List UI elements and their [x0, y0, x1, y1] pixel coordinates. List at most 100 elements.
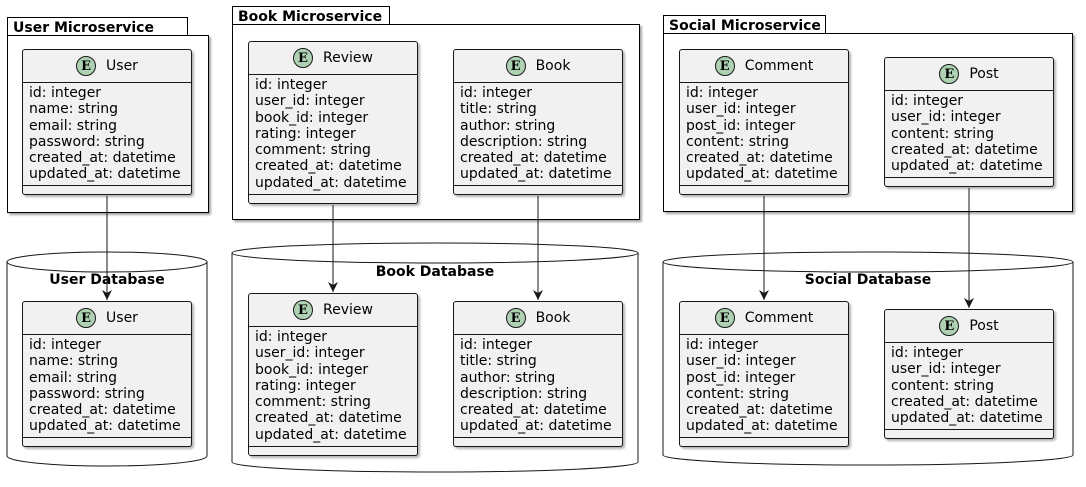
entity-header: E Book [454, 50, 622, 83]
entity-attribute: created_at: datetime [255, 158, 402, 175]
entity-methods-divider [680, 185, 848, 186]
entity-attribute: id: integer [891, 345, 964, 361]
entity-attribute: created_at: datetime [891, 393, 1038, 410]
entity-name: Post [969, 318, 999, 334]
social-database-title: Social Database [804, 272, 932, 288]
entity-attribute: created_at: datetime [29, 402, 176, 419]
entity-name: Comment [744, 310, 814, 326]
entity-attribute: updated_at: datetime [29, 166, 181, 183]
entity-attribute: id: integer [686, 85, 759, 101]
entity-attribute: updated_at: datetime [891, 410, 1043, 427]
entity-attribute: created_at: datetime [686, 150, 833, 167]
entity-attribute: id: integer [255, 77, 328, 93]
entity-methods-divider [249, 194, 417, 195]
book-microservice-tab: Book Microservice [232, 6, 390, 25]
entity-name: Comment [744, 58, 814, 74]
entity-name: Post [969, 66, 999, 82]
entity-attribute: password: string [29, 133, 145, 150]
entity-attribute: book_id: integer [255, 361, 369, 378]
entity-attribute: created_at: datetime [460, 150, 607, 167]
entity-attribute: description: string [460, 385, 588, 402]
entity-attribute: created_at: datetime [29, 150, 176, 167]
entity-attribute: content: string [891, 125, 994, 142]
entity-methods-divider [885, 429, 1053, 430]
entity-attribute: user_id: integer [891, 361, 1001, 378]
entity-attribute: name: string [29, 101, 119, 118]
entity-icon: E [293, 300, 314, 320]
entity-attribute: rating: integer [255, 377, 356, 394]
entity-name: Review [323, 50, 373, 66]
entity-name: User [106, 58, 138, 74]
entity-methods-divider [23, 185, 191, 186]
entity-attribute: name: string [29, 353, 119, 370]
book-microservice-title: Book Microservice [238, 9, 383, 25]
entity-attribute: updated_at: datetime [891, 158, 1043, 175]
entity-header: E Comment [680, 302, 848, 335]
entity-attribute: updated_at: datetime [460, 166, 612, 183]
entity-attribute: user_id: integer [686, 101, 796, 118]
entity-attribute: email: string [29, 117, 117, 134]
entity-attribute: post_id: integer [686, 117, 796, 134]
entity-name: User [106, 310, 138, 326]
entity-methods-divider [885, 177, 1053, 178]
entity-attribute: content: string [686, 133, 789, 150]
entity-icon: E [293, 48, 314, 68]
entity-attribute: content: string [891, 377, 994, 394]
user-microservice-tab: User Microservice [7, 17, 188, 36]
entity-attribute: author: string [460, 369, 556, 386]
entity-attribute: id: integer [460, 85, 533, 101]
entity-icon: E [505, 56, 526, 76]
entity-attribute: title: string [460, 353, 537, 370]
entity-attribute: updated_at: datetime [686, 166, 838, 183]
entity-attribute: book_id: integer [255, 109, 369, 126]
entity-attribute: email: string [29, 369, 117, 386]
entity-icon: E [76, 308, 97, 328]
entity-attribute: created_at: datetime [891, 141, 1038, 158]
entity-icon: E [714, 308, 735, 328]
entity-header: E Review [249, 294, 417, 327]
entity-attribute: updated_at: datetime [255, 174, 407, 191]
entity-attribute: rating: integer [255, 125, 356, 142]
entity-attribute: id: integer [255, 329, 328, 345]
entity-methods-divider [454, 437, 622, 438]
entity-name: Book [535, 58, 571, 74]
entity-attribute: id: integer [891, 93, 964, 109]
entity-attribute: id: integer [29, 85, 102, 101]
entity-attribute: user_id: integer [255, 345, 365, 362]
entity-attribute: user_id: integer [891, 109, 1001, 126]
entity-attribute: password: string [29, 385, 145, 402]
book-database-title: Book Database [375, 264, 495, 280]
entity-header: E User [23, 50, 191, 83]
entity-attribute: updated_at: datetime [255, 426, 407, 443]
entity-name: Review [323, 302, 373, 318]
entity-attribute: comment: string [255, 394, 371, 411]
entity-methods-divider [249, 446, 417, 447]
entity-attribute: title: string [460, 101, 537, 118]
entity-attribute: comment: string [255, 142, 371, 159]
entity-attribute: user_id: integer [686, 353, 796, 370]
entity-attribute: id: integer [460, 337, 533, 353]
entity-icon: E [76, 56, 97, 76]
